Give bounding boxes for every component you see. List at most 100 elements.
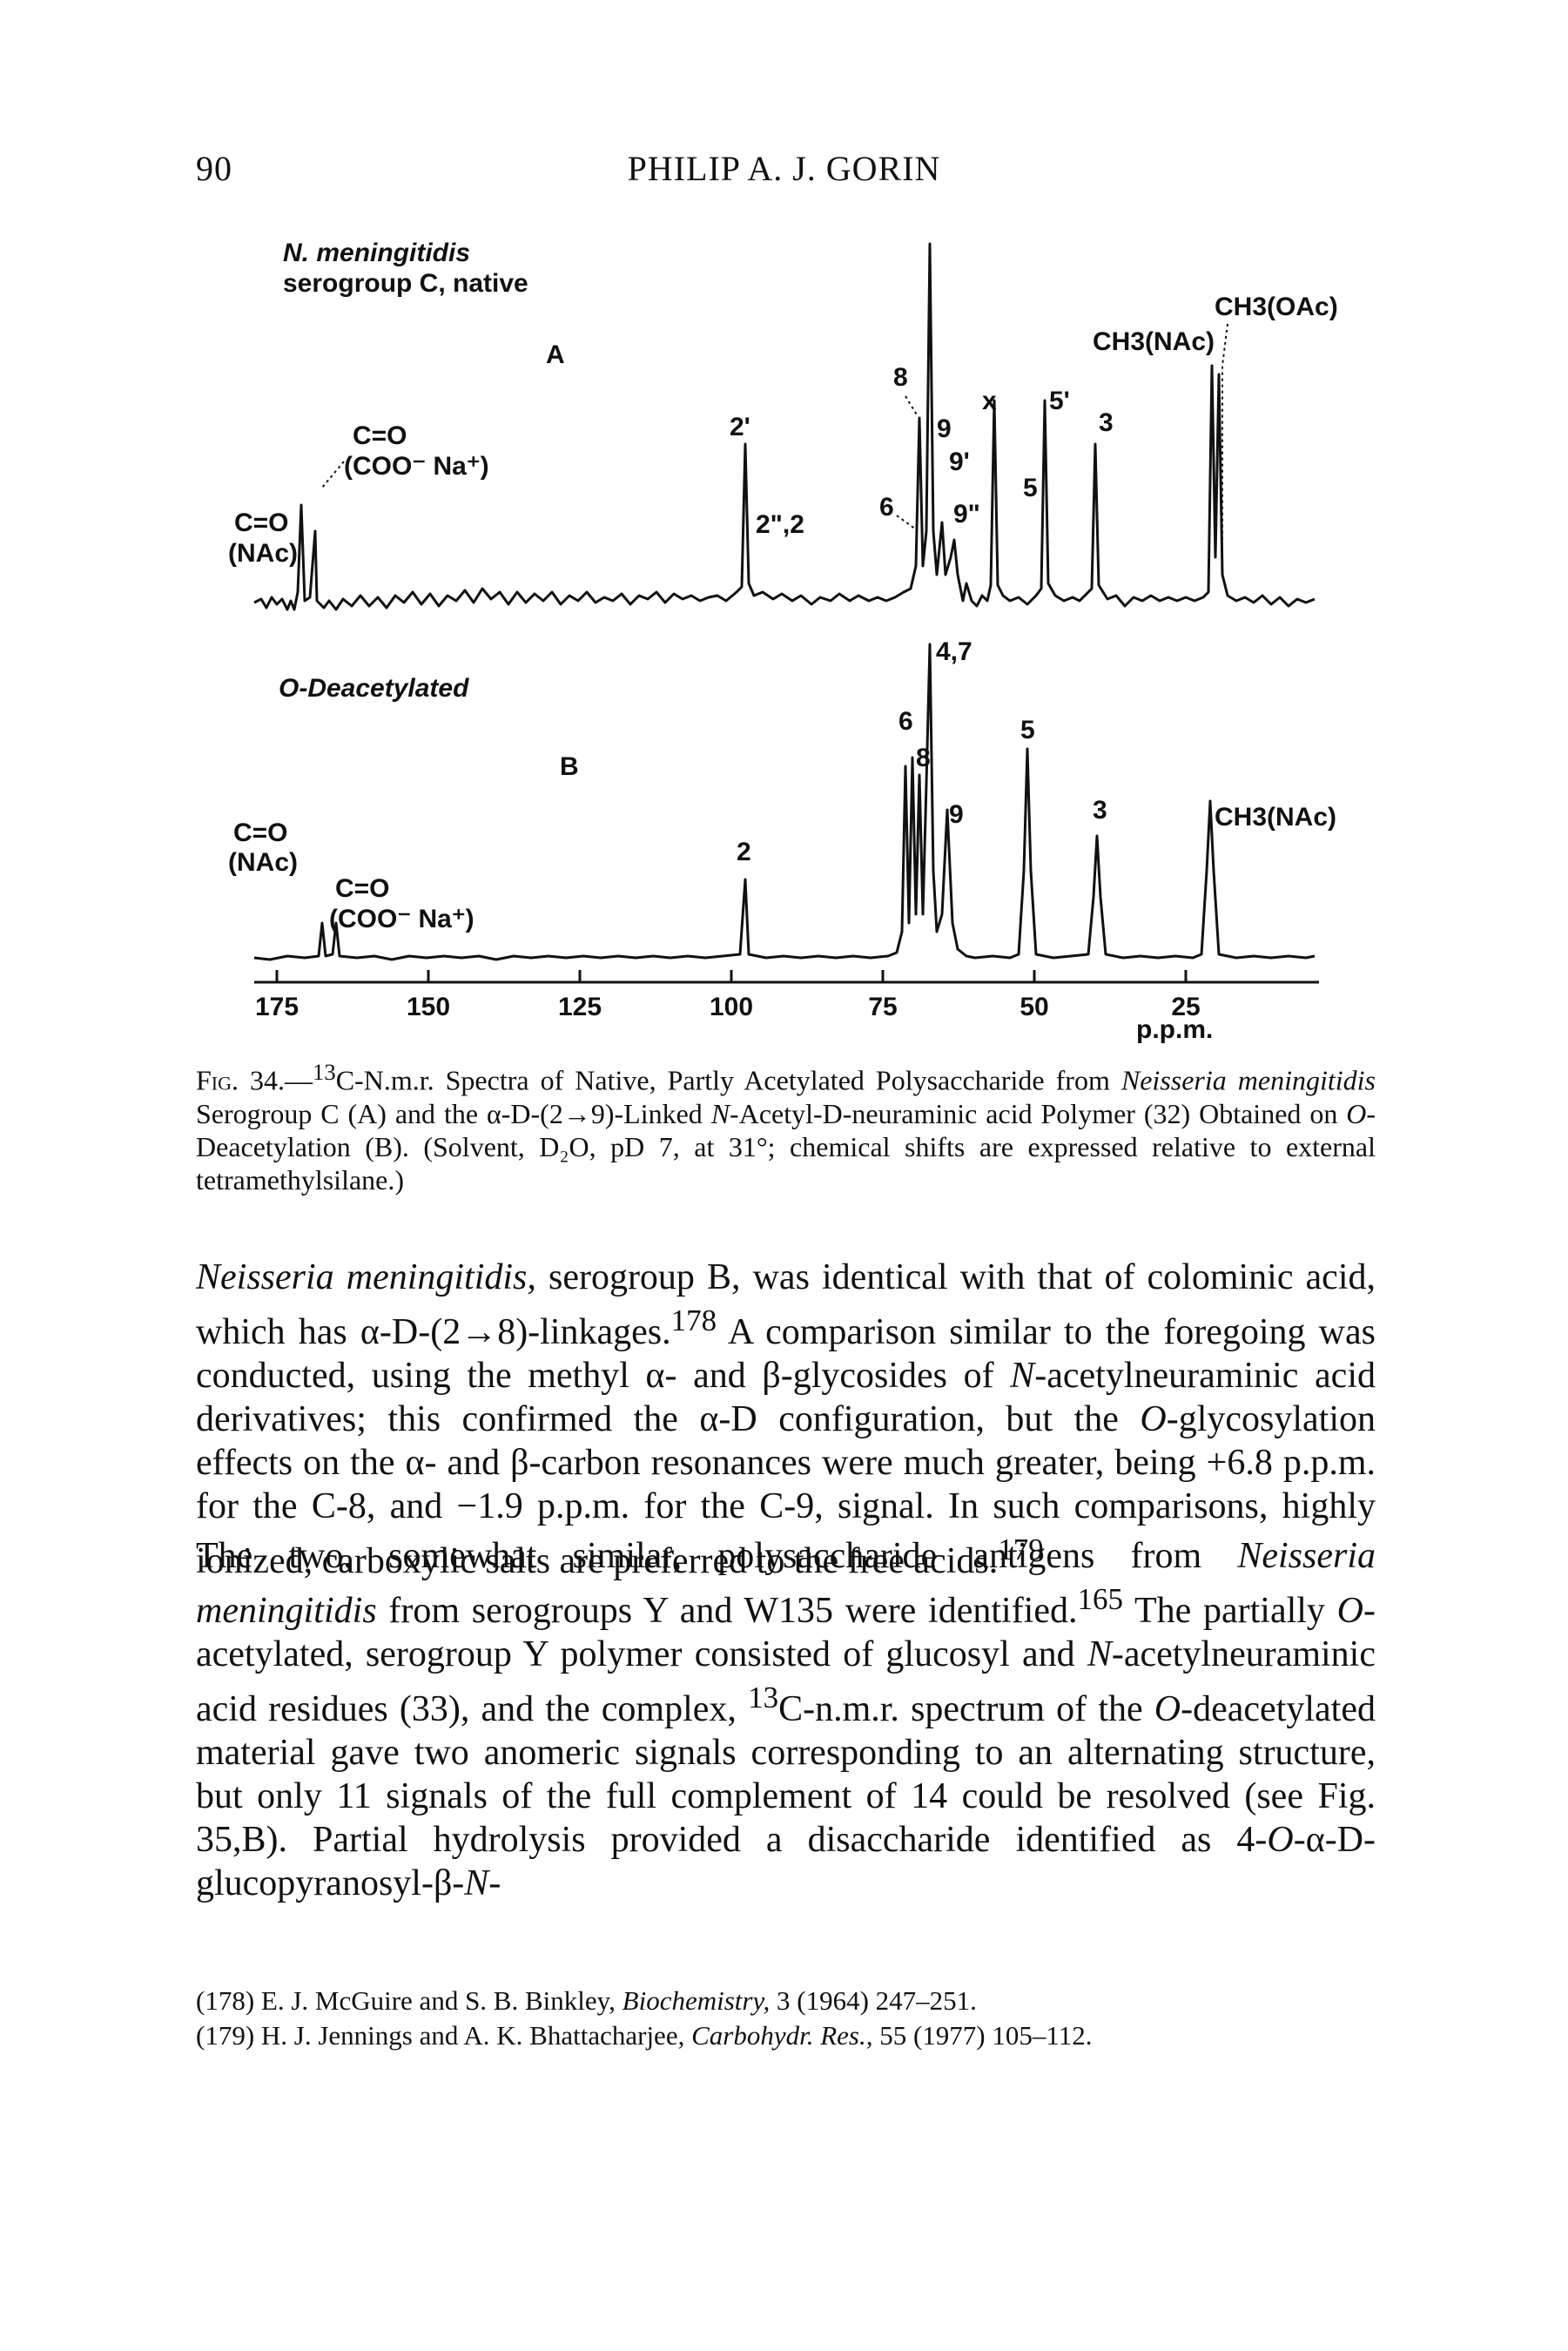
spectrum-b: O-Deacetylated B C=O (NAc) C=O (COO⁻ Na⁺… (228, 637, 1336, 961)
axis-unit: p.p.m. (1136, 1015, 1213, 1044)
spectrum-a-label-8: 8 (893, 363, 908, 392)
spectrum-a-label-5p: 5' (1049, 387, 1070, 415)
spectrum-a-label-ch3-oac: CH3(OAc) (1215, 293, 1338, 321)
caption-dash: — (285, 1064, 313, 1096)
figure-caption: Fig. 34.—13C-N.m.r. Spectra of Native, P… (196, 1055, 1376, 1196)
para2-text-5: -acetylneuraminic acid residues (33), an… (196, 1634, 1376, 1729)
footnote-authors: H. J. Jennings and A. K. Bhattacharjee, (254, 2020, 692, 2051)
spectrum-a-panel-letter: A (546, 340, 565, 369)
para1-n-prefix: N (1010, 1356, 1035, 1396)
spectrum-a-label-x: x (982, 387, 997, 415)
para2-text-4: -acetylated, serogroup Y polymer consist… (196, 1591, 1376, 1674)
axis-tick-label: 125 (558, 993, 602, 1021)
spectrum-b-label-nac: (NAc) (228, 848, 298, 877)
spectrum-a-leader-coo (321, 461, 345, 488)
spectrum-a-leader-8 (905, 395, 919, 417)
spectrum-a-label-2p: 2' (730, 413, 750, 441)
spectrum-a-label-2pp: 2",2 (756, 510, 804, 539)
spectrum-b-label-3: 3 (1093, 796, 1107, 825)
para2-text-3: The partially (1123, 1591, 1337, 1631)
spectrum-b-title: O-Deacetylated (279, 674, 469, 703)
spectrum-a-label-3: 3 (1099, 408, 1114, 437)
para1-text-4: -glycosylation effects on the α- and β-c… (196, 1399, 1376, 1581)
para1-genus: Neisseria meningitidis, (196, 1257, 536, 1297)
para1-text-3: -acetylneuraminic acid derivatives; this… (196, 1356, 1376, 1439)
spectrum-b-trace (253, 643, 1316, 961)
para2-o-prefix-2: O (1154, 1689, 1181, 1729)
running-head: PHILIP A. J. GORIN (627, 149, 941, 188)
spectrum-b-label-9: 9 (949, 800, 964, 829)
spectrum-b-label-co: C=O (233, 818, 288, 847)
para2-text-7: -deacetylated material gave two anomeric… (196, 1689, 1376, 1860)
spectrum-a-label-5: 5 (1023, 474, 1038, 502)
para2-n-prefix: N (1087, 1634, 1112, 1674)
spectrum-a-label-co-nac: C=O (234, 509, 289, 537)
body-paragraph-2: The two, somewhat similar, polysaccharid… (196, 1534, 1376, 1905)
axis-tick-label: 50 (1020, 993, 1048, 1021)
caption-genus: Neisseria meningitidis (1120, 1064, 1376, 1096)
spectrum-b-label-5: 5 (1020, 716, 1035, 744)
axis-tick-label: 25 (1171, 993, 1200, 1021)
para2-text-6: C-n.m.r. spectrum of the (778, 1689, 1154, 1729)
caption-o-prefix: O (1346, 1097, 1367, 1129)
para2-text-1: The two, somewhat similar, polysaccharid… (196, 1536, 1238, 1576)
spectrum-a-title-1: N. meningitidis (283, 239, 470, 267)
spectrum-a-trace (253, 242, 1316, 611)
spectrum-a-label-9p: 9' (949, 448, 970, 476)
para2-ref-165: 165 (1077, 1582, 1124, 1616)
para2-genus: Neisseria meningitidis (196, 1536, 1376, 1631)
footnote-num: (178) (196, 1985, 255, 2016)
axis-tick-label: 175 (255, 993, 299, 1021)
footnote-journal: Carbohydr. Res., (691, 2020, 873, 2051)
footnote-authors: E. J. McGuire and S. B. Binkley, (254, 1985, 622, 2016)
footnote-rest: 3 (1964) 247–251. (770, 1985, 977, 2016)
spectrum-a-label-9pp: 9" (953, 500, 980, 529)
nmr-figure: N. meningitidis serogroup C, native A C=… (228, 239, 1338, 1044)
para1-text-1: serogroup B, was identical with that of … (196, 1257, 1376, 1352)
footnote-num: (179) (196, 2020, 255, 2051)
spectrum-a-label-nac: (NAc) (228, 539, 298, 568)
para2-text-8: -α-D-glucopyranosyl-β- (196, 1820, 1376, 1903)
spectrum-b-label-8: 8 (916, 744, 931, 772)
spectrum-a-label-6: 6 (879, 493, 894, 522)
body-paragraph-1: Neisseria meningitidis, serogroup B, was… (196, 1256, 1376, 1583)
para2-n-prefix-2: N (464, 1863, 489, 1903)
spectrum-a-label-ch3-nac: CH3(NAc) (1093, 327, 1215, 356)
caption-text-4: -Deacetylation (B). (Solvent, D₂O, pD 7,… (196, 1097, 1376, 1196)
para2-text-2: from serogroups Y and W135 were identifi… (376, 1591, 1078, 1631)
caption-text-2: Serogroup C (A) and the α-D-(2→9)-Linked (196, 1097, 711, 1129)
spectrum-a-leader-oac (1221, 323, 1228, 575)
footnote-179: (179) H. J. Jennings and A. K. Bhattacha… (196, 2018, 1415, 2053)
caption-fig-label: Fig. 34. (196, 1064, 286, 1096)
spectrum-b-label-6: 6 (898, 707, 913, 736)
spectrum-a-label-co-coo: C=O (353, 421, 407, 450)
axis-tick-label: 100 (710, 993, 753, 1021)
footnote-rest: 55 (1977) 105–112. (872, 2020, 1093, 2051)
caption-sup: 13 (313, 1059, 336, 1085)
para2-text-9: - (488, 1863, 501, 1903)
footnote-178: (178) E. J. McGuire and S. B. Binkley, B… (196, 1984, 1415, 2018)
para1-o-prefix: O (1140, 1399, 1167, 1439)
spectrum-b-label-47: 4,7 (936, 637, 972, 666)
caption-text-1: C-N.m.r. Spectra of Native, Partly Acety… (335, 1064, 1121, 1096)
spectrum-a-leader-6 (896, 515, 917, 530)
spectrum-b-label-ch3-nac: CH3(NAc) (1215, 803, 1336, 832)
para2-o-prefix-3: O (1267, 1820, 1294, 1860)
para2-sup-13: 13 (748, 1681, 779, 1714)
footnote-journal: Biochemistry, (622, 1985, 771, 2016)
spectrum-a-label-9: 9 (937, 414, 952, 443)
spectrum-a-label-coo-na: (COO⁻ Na⁺) (344, 452, 489, 481)
spectrum-a: N. meningitidis serogroup C, native A C=… (228, 239, 1338, 611)
spectrum-b-panel-letter: B (560, 752, 579, 781)
axis-tick-label: 150 (407, 993, 450, 1021)
axis-tick-label: 75 (868, 993, 897, 1021)
para1-ref-179: 179 (998, 1533, 1044, 1566)
spectrum-b-label-coo-na: (COO⁻ Na⁺) (329, 905, 474, 933)
para1-text-2: A comparison similar to the foregoing wa… (196, 1312, 1376, 1396)
page-number: 90 (196, 149, 232, 188)
para2-o-prefix: O (1336, 1591, 1364, 1631)
spectrum-b-title-text: O-Deacetylated (279, 674, 469, 703)
caption-n-prefix: N (710, 1097, 730, 1129)
spectrum-b-label-2: 2 (737, 838, 751, 866)
spectrum-b-label-co2: C=O (335, 874, 390, 903)
